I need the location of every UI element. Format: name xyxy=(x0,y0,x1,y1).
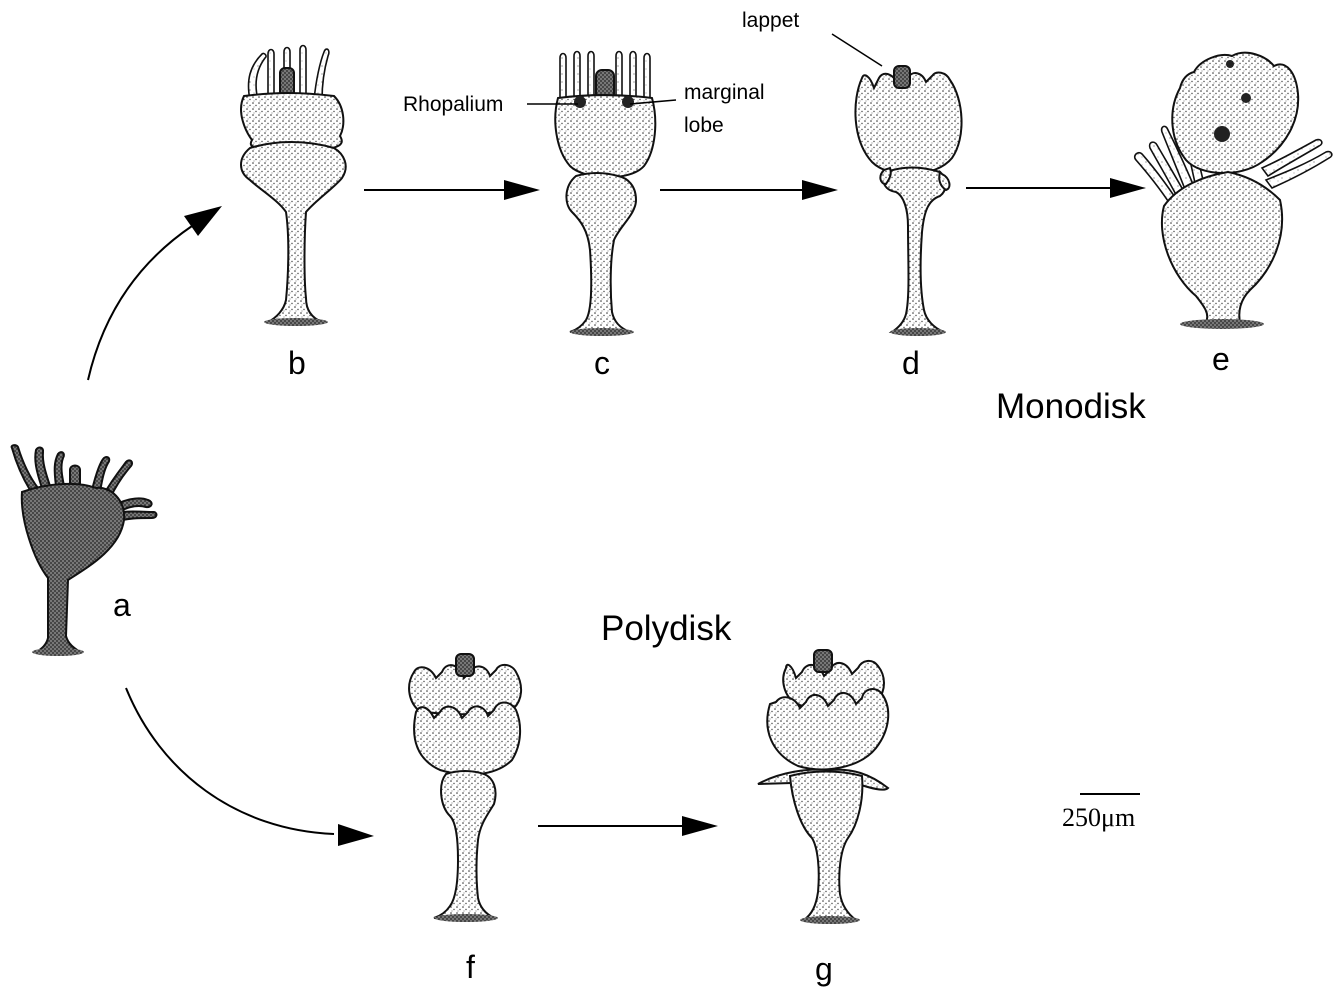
stage-c-marginal-lobe-dot xyxy=(622,96,634,108)
stage-b-strobila xyxy=(241,46,346,327)
stage-c-foot xyxy=(570,328,634,336)
stage-f-foot xyxy=(434,914,498,922)
arrow-b-to-c xyxy=(364,180,540,200)
stage-e-ephyra-cluster xyxy=(1172,53,1298,173)
stage-f-label: f xyxy=(466,949,475,985)
stage-g-label: g xyxy=(815,951,833,987)
stage-d-ephyra-bud xyxy=(855,66,961,336)
arrow-a-to-b xyxy=(88,206,222,380)
stage-c-lower-body xyxy=(566,173,636,332)
stage-f-polydisk-strobila xyxy=(409,654,521,922)
stage-d-lappet xyxy=(894,66,910,88)
monodisk-label: Monodisk xyxy=(996,387,1146,426)
scale-bar-label: 250μm xyxy=(1062,803,1135,832)
stage-b-lower-body xyxy=(241,142,346,322)
stage-c-label: c xyxy=(594,345,610,381)
stage-c-strobila xyxy=(555,52,655,337)
stage-a-polyp xyxy=(12,445,157,656)
stage-e-body xyxy=(1162,172,1282,322)
polydisk-label: Polydisk xyxy=(601,609,732,648)
stage-b-foot xyxy=(264,318,328,326)
stage-b-tentacles xyxy=(249,46,329,101)
stage-g-foot xyxy=(800,916,860,924)
lappet-label: lappet xyxy=(742,9,799,32)
stage-e-label: e xyxy=(1212,341,1230,377)
stage-d-foot xyxy=(890,328,946,336)
stage-c-rhopalium-dot xyxy=(574,96,586,108)
stage-c-tentacles xyxy=(560,52,650,101)
marginal-lobe-label-line2: lobe xyxy=(684,114,724,137)
stage-e-ephyra-release xyxy=(1135,53,1332,329)
arrow-c-to-d xyxy=(660,180,838,200)
stage-e-foot xyxy=(1180,319,1264,329)
stage-a-foot xyxy=(32,648,84,656)
stage-g-stalk xyxy=(790,772,862,921)
stage-a-calyx xyxy=(22,484,124,652)
marginal-lobe-label-line1: marginal xyxy=(684,81,765,104)
arrow-d-to-e xyxy=(966,178,1146,198)
stage-f-stalk xyxy=(434,771,496,918)
stage-b-label: b xyxy=(288,345,306,381)
stage-d-stalk xyxy=(883,168,945,333)
stage-g-polydisk-strobila xyxy=(758,650,888,924)
arrow-f-to-g xyxy=(538,816,718,836)
stage-c-upper-disk xyxy=(555,95,655,177)
arrow-a-to-f xyxy=(126,688,374,846)
stage-d-label: d xyxy=(902,345,920,381)
stage-f-lower-disk xyxy=(414,703,520,775)
lappet-pointer xyxy=(832,34,882,66)
stage-a-label: a xyxy=(113,587,131,623)
rhopalium-label: Rhopalium xyxy=(403,93,503,116)
